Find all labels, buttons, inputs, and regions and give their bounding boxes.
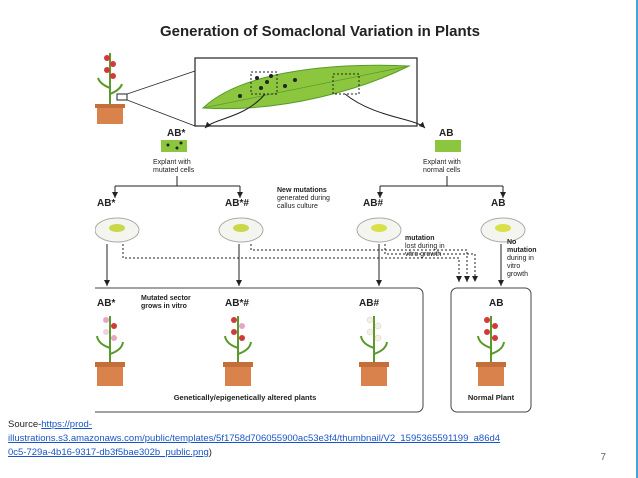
label-new-mutations-3: callus culture (277, 203, 318, 210)
label-mutation-lost-3: vitro growth (405, 251, 441, 258)
page-number: 7 (600, 452, 606, 463)
label-ab-top: AB (439, 128, 453, 139)
source-link[interactable]: https://prod-illustrations.s3.amazonaws.… (8, 419, 500, 458)
petri-dishes (95, 217, 526, 243)
label-mutation-lost-1: mutation (405, 235, 435, 242)
source-suffix: ) (208, 447, 212, 458)
label-mutated-sector-2: grows in vitro (141, 303, 187, 310)
slide-accent-bar (636, 0, 638, 478)
label-new-mutations-2: generated during (277, 195, 330, 202)
source-prefix: Source- (8, 419, 42, 430)
label-explant-normal-2: normal cells (423, 167, 461, 174)
source-link-line-1: https://prod- (41, 419, 92, 430)
plant-ab-hash (359, 316, 389, 386)
label-normal-plant: Normal Plant (468, 393, 515, 402)
normal-plant-panel (450, 287, 532, 413)
label-ab-hash: AB# (363, 198, 383, 209)
plant-ab-normal (476, 316, 506, 386)
altered-plants-panel (95, 287, 424, 413)
source-plant (95, 53, 128, 124)
label-no-mutation-2: mutation (507, 247, 537, 254)
plant-ab-star (95, 316, 125, 386)
source-link-line-3: 0c5-729a-4b16-9317-db3f5bae302b_public.p… (8, 447, 209, 458)
label-ab-star-hash: AB*# (225, 198, 249, 209)
label-no-mutation-1: No (507, 239, 516, 246)
label-ab: AB (491, 198, 505, 209)
source-link-line-2: illustrations.s3.amazonaws.com/public/te… (8, 433, 501, 444)
label-mutation-lost-2: lost during in (405, 243, 445, 250)
label-explant-normal-1: Explant with (423, 159, 461, 166)
label-explant-mutated-1: Explant with (153, 159, 191, 166)
label-no-mutation-5: growth (507, 271, 528, 278)
label-mutated-sector-1: Mutated sector (141, 295, 191, 302)
label-genetically-altered: Genetically/epigenetically altered plant… (174, 393, 317, 402)
label-new-mutations-1: New mutations (277, 187, 327, 194)
label-ab-star: AB* (97, 198, 115, 209)
diagram-title: Generation of Somaclonal Variation in Pl… (160, 23, 480, 40)
label-no-mutation-4: vitro (507, 263, 520, 270)
label-ab-star-hash-bottom: AB*# (225, 298, 249, 309)
label-explant-mutated-2: mutated cells (153, 167, 195, 174)
label-ab-mutated-top: AB* (167, 128, 185, 139)
label-no-mutation-3: during in (507, 255, 534, 262)
label-ab-hash-bottom: AB# (359, 298, 379, 309)
plant-ab-star-hash (223, 316, 253, 386)
somaclonal-variation-diagram: Generation of Somaclonal Variation in Pl… (95, 23, 537, 413)
label-ab-bottom: AB (489, 298, 503, 309)
source-citation: Source-https://prod-illustrations.s3.ama… (8, 418, 568, 460)
label-ab-star-bottom: AB* (97, 298, 115, 309)
